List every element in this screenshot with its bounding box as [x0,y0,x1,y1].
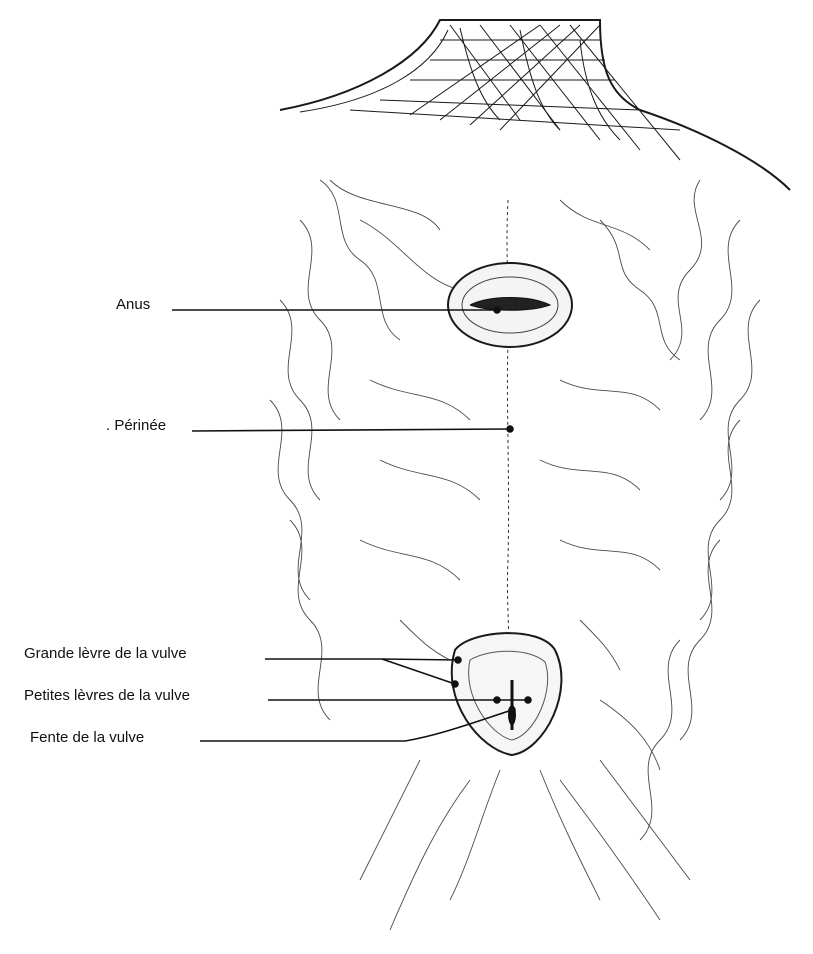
grande-levre-branch-1 [382,659,458,660]
petites-levres-dot-2 [525,697,531,703]
perinee-leader-line [192,429,510,431]
label-perinee: . Périnée [106,417,166,434]
anus-dot [494,307,500,313]
label-grande-levre: Grande lèvre de la vulve [24,645,187,662]
label-fente: Fente de la vulve [30,729,144,746]
grande-levre-dot-1 [455,657,461,663]
perinee-dot [507,426,513,432]
grande-levre-dot-2 [452,681,458,687]
tail-base-drawing [280,20,790,190]
petites-levres-dot-1 [494,697,500,703]
label-petites-levres: Petites lèvres de la vulve [24,687,190,704]
fente-dot [509,707,515,713]
anus-drawing [448,263,572,347]
grande-levre-branch-2 [382,659,455,684]
vulva-drawing [452,633,562,755]
label-anus: Anus [116,296,150,313]
